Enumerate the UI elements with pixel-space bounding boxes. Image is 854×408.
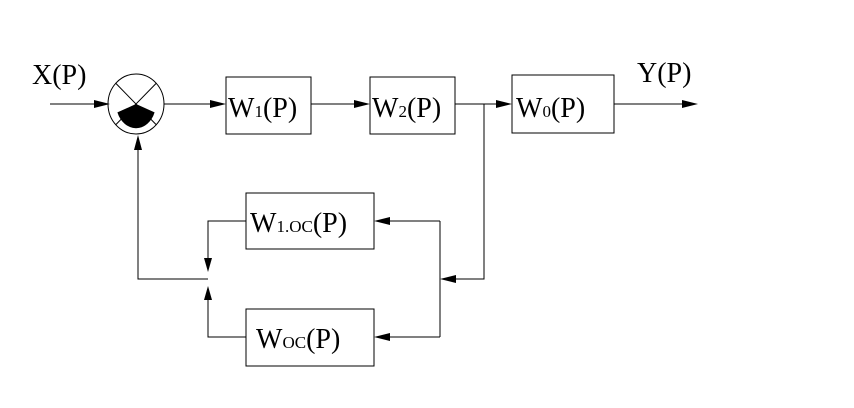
woc-block: WOC(P) [245,308,375,367]
w1oc-input-arrowhead [374,217,390,225]
input-arrowhead [94,100,110,108]
w0-label: W0(P) [516,93,585,124]
woc-output-arrowhead [204,286,212,300]
summing-junction-filled-sector [117,104,155,129]
w1oc-block: W1.OC(P) [245,192,375,250]
feedback-takeoff-arrowhead [440,275,456,283]
w2-label: W2(P) [372,93,441,124]
w2-block: W2(P) [369,76,456,135]
w1-label: W1(P) [228,93,297,124]
w1-input-arrowhead [210,100,226,108]
summing-junction [107,73,165,135]
feedback-return-line [137,144,208,280]
input-label: X(P) [32,60,86,91]
w1oc-output-line [207,220,246,264]
w0-block: W0(P) [511,74,615,134]
w1oc-output-arrowhead [204,258,212,272]
w0-input-arrowhead [496,100,512,108]
output-arrowhead [682,100,698,108]
woc-input-arrowhead [374,333,390,341]
output-label: Y(P) [637,58,691,89]
feedback-return-arrowhead [134,135,142,150]
w2-input-arrowhead [354,100,370,108]
woc-output-line [207,294,246,338]
w1oc-label: W1.OC(P) [250,208,347,239]
woc-label: WOC(P) [256,324,340,355]
feedback-takeoff-line [448,104,485,280]
w1-block: W1(P) [225,76,312,135]
